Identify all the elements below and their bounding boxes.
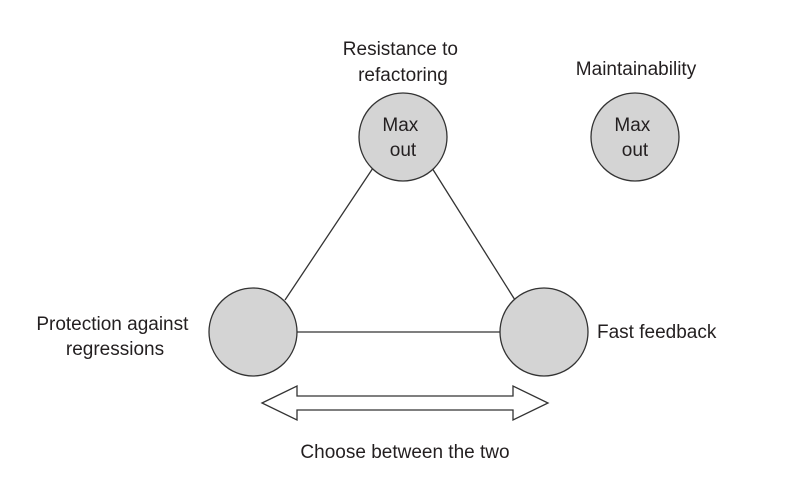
label-fast-feedback-line-1: Fast feedback [597, 322, 717, 343]
node-maintainability [590, 92, 680, 182]
node-fast-feedback [499, 287, 589, 377]
resistance-inner-line-2: out [390, 140, 417, 161]
label-protection-line-1: Protection against [36, 314, 189, 335]
label-resistance-to-refactoring: Resistance to refactoring [343, 39, 463, 86]
label-resistance-line-2: refactoring [358, 65, 448, 86]
resistance-max-out-text: Max out [382, 115, 423, 161]
choose-between-caption: Choose between the two [300, 442, 509, 463]
label-maintainability-line-1: Maintainability [576, 59, 697, 80]
maintainability-inner-line-1: Max [614, 115, 650, 136]
label-fast-feedback: Fast feedback [597, 322, 717, 343]
node-resistance-to-refactoring [358, 92, 448, 182]
label-resistance-line-1: Resistance to [343, 39, 458, 60]
double-arrow-icon [260, 384, 550, 422]
edge-resistance-to-protection [284, 167, 374, 301]
maintainability-max-out-text: Max out [614, 115, 655, 161]
label-protection-against-regressions: Protection against regressions [36, 314, 193, 360]
node-protection-against-regressions [208, 287, 298, 377]
label-protection-line-2: regressions [66, 339, 164, 360]
edge-resistance-to-fast-feedback [431, 167, 516, 301]
label-maintainability: Maintainability [576, 59, 697, 80]
resistance-inner-line-1: Max [382, 115, 418, 136]
maintainability-inner-line-2: out [622, 140, 649, 161]
